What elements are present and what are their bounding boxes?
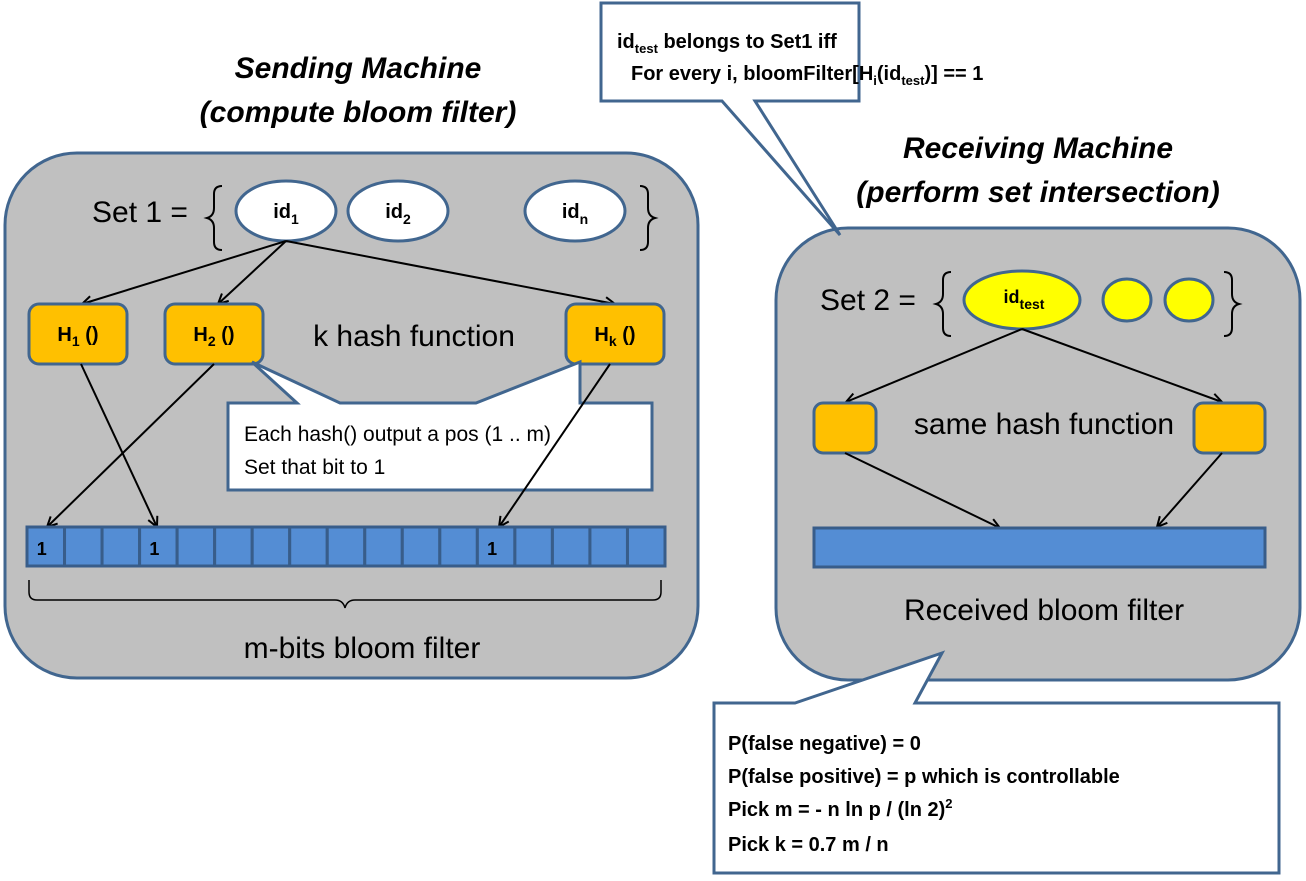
arrow-h1-to-bit <box>80 363 157 527</box>
set1-right-brace <box>639 185 659 251</box>
hash-function-h1: H1 () <box>27 302 129 366</box>
callout-bottom-line2: P(false positive) = p which is controlla… <box>728 766 1120 788</box>
bit-cell <box>550 525 592 568</box>
arrow-hk-to-bit <box>499 363 611 527</box>
svg-text:idn: idn <box>562 201 588 227</box>
svg-text:idtest: idtest <box>1004 287 1045 312</box>
sending-title-line1: Sending Machine <box>235 52 482 85</box>
bit-cell <box>363 525 404 568</box>
svg-text:id2: id2 <box>385 201 411 227</box>
arrow-left-hash-to-filter <box>844 452 1000 528</box>
arrow-id1-to-h2 <box>218 240 287 304</box>
callout-line2: Set that bit to 1 <box>244 456 385 479</box>
receiving-hash-left <box>812 401 878 455</box>
hash-function-h2: H2 () <box>163 302 265 366</box>
received-bloom-filter-label: Received bloom filter <box>904 594 1184 627</box>
m-bits-label: m-bits bloom filter <box>244 632 481 665</box>
bit-cell <box>213 525 254 568</box>
k-hash-function-label: k hash function <box>313 320 515 353</box>
callout-line1: Each hash() output a pos (1 .. m) <box>244 423 551 446</box>
svg-text:Hk (): Hk () <box>594 324 635 349</box>
bit-cell <box>175 525 217 568</box>
set1-label: Set 1 = <box>92 196 188 229</box>
set1-element-idn: idn <box>523 179 627 243</box>
svg-text:H1 (): H1 () <box>57 324 98 349</box>
receiving-title-line2: (perform set intersection) <box>856 176 1219 209</box>
bit-cell <box>63 525 104 568</box>
bit-cell <box>513 525 554 568</box>
callout-top-line2: For every i, bloomFilter[Hi(idtest)] == … <box>631 63 983 88</box>
bit-array: 1 1 1 <box>25 525 667 568</box>
bit-cell <box>438 525 479 568</box>
svg-text:H2 (): H2 () <box>193 324 234 349</box>
set1-element-id2: id2 <box>346 179 450 243</box>
hash-function-hk: Hk () <box>564 302 666 366</box>
arrow-idtest-to-left-hash <box>846 328 1023 402</box>
probability-callout: P(false negative) = 0 P(false positive) … <box>712 650 1281 875</box>
bit-array-brace <box>28 580 662 609</box>
same-hash-function-label: same hash function <box>914 408 1174 441</box>
set2-right-brace <box>1223 271 1243 337</box>
set2-element-idtest: idtest <box>962 269 1082 331</box>
set1-left-brace <box>203 185 223 251</box>
bit-value: 1 <box>487 539 497 559</box>
bit-value: 1 <box>37 539 47 559</box>
arrow-h2-to-bit <box>47 363 215 527</box>
receiving-hash-right <box>1192 401 1267 455</box>
membership-test-callout: idtest belongs to Set1 iff For every i, … <box>599 1 983 236</box>
bit-cell <box>250 525 292 568</box>
bit-value: 1 <box>149 539 159 559</box>
bit-cell <box>588 525 629 568</box>
set2-left-brace <box>932 271 952 337</box>
arrow-id1-to-h1 <box>82 240 287 304</box>
sending-title-line2: (compute bloom filter) <box>200 96 517 129</box>
bit-cell <box>400 525 442 568</box>
set1-element-id1: id1 <box>234 179 338 243</box>
arrow-id1-to-hk <box>285 240 615 304</box>
bit-cell <box>288 525 329 568</box>
set2-label: Set 2 = <box>820 284 916 317</box>
callout-bottom-line1: P(false negative) = 0 <box>728 733 921 755</box>
arrow-idtest-to-right-hash <box>1021 328 1222 402</box>
bit-cell <box>325 525 367 568</box>
bit-cell <box>625 525 667 568</box>
received-bloom-filter-bar <box>812 526 1267 569</box>
bit-cell <box>25 525 67 568</box>
set2-element-2 <box>1101 277 1153 323</box>
set2-element-3 <box>1163 277 1215 323</box>
svg-text:id1: id1 <box>273 201 299 227</box>
callout-bottom-line4: Pick k = 0.7 m / n <box>728 834 889 856</box>
bit-cell <box>100 525 142 568</box>
callout-bottom-line3: Pick m = - n ln p / (ln 2)2 <box>728 796 953 821</box>
receiving-title-line1: Receiving Machine <box>903 132 1173 165</box>
callout-top-line1: idtest belongs to Set1 iff <box>617 31 837 56</box>
arrow-right-hash-to-filter <box>1157 452 1223 527</box>
